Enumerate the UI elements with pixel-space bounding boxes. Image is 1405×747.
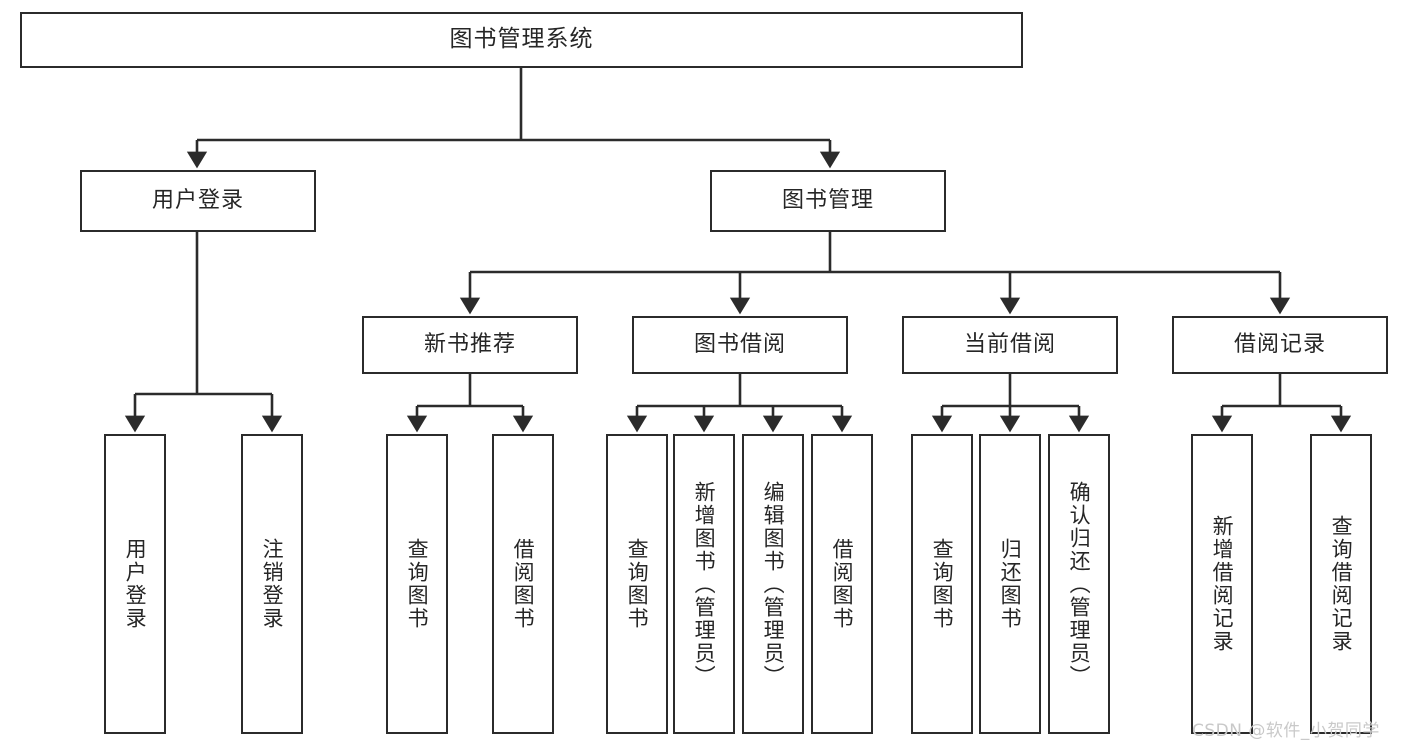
node-label: 借阅记录 <box>1233 331 1326 357</box>
node-leaf-query-book-borrow[interactable]: 查询图书 <box>606 434 668 734</box>
node-label: 新书推荐 <box>423 331 516 357</box>
node-leaf-query-book-current[interactable]: 查询图书 <box>911 434 973 734</box>
node-label: 归还图书 <box>998 538 1023 630</box>
node-label: 当前借阅 <box>963 331 1056 357</box>
node-label: 图书管理 <box>781 187 874 213</box>
node-label: 图书管理系统 <box>449 26 594 53</box>
node-new-book-recommend[interactable]: 新书推荐 <box>362 316 578 374</box>
node-label: 图书借阅 <box>693 331 786 357</box>
node-leaf-add-borrow-record[interactable]: 新增借阅记录 <box>1191 434 1253 734</box>
node-label: 查询图书 <box>405 538 430 630</box>
edges-borrowrecord-to-leaves <box>1211 374 1352 433</box>
node-label: 注销登录 <box>260 538 285 630</box>
node-label: 确认归还（管理员） <box>1067 480 1092 688</box>
node-label: 新增借阅记录 <box>1210 515 1235 653</box>
node-book-management[interactable]: 图书管理 <box>710 170 946 232</box>
node-leaf-return-book[interactable]: 归还图书 <box>979 434 1041 734</box>
node-label: 新增图书（管理员） <box>692 480 717 688</box>
node-label: 查询图书 <box>625 538 650 630</box>
edges-currentborrow-to-leaves <box>931 374 1090 433</box>
edges-newbook-to-leaves <box>406 374 534 433</box>
node-leaf-user-login[interactable]: 用户登录 <box>104 434 166 734</box>
node-label: 借阅图书 <box>511 538 536 630</box>
node-leaf-borrow-book[interactable]: 借阅图书 <box>811 434 873 734</box>
node-book-management-system[interactable]: 图书管理系统 <box>20 12 1023 68</box>
node-leaf-edit-book[interactable]: 编辑图书（管理员） <box>742 434 804 734</box>
node-label: 用户登录 <box>123 538 148 630</box>
node-leaf-add-book[interactable]: 新增图书（管理员） <box>673 434 735 734</box>
node-label: 查询借阅记录 <box>1329 515 1354 653</box>
node-book-borrow[interactable]: 图书借阅 <box>632 316 848 374</box>
edges-bookmgmt-to-level3 <box>459 232 1291 315</box>
node-label: 编辑图书（管理员） <box>761 480 786 688</box>
node-leaf-query-book-new[interactable]: 查询图书 <box>386 434 448 734</box>
node-leaf-borrow-book-new[interactable]: 借阅图书 <box>492 434 554 734</box>
edges-userlogin-to-leaves <box>124 232 283 433</box>
node-current-borrow[interactable]: 当前借阅 <box>902 316 1118 374</box>
node-leaf-query-borrow-record[interactable]: 查询借阅记录 <box>1310 434 1372 734</box>
edges-root-to-level2 <box>186 68 841 169</box>
node-label: 用户登录 <box>151 187 244 213</box>
node-label: 借阅图书 <box>830 538 855 630</box>
node-borrow-record[interactable]: 借阅记录 <box>1172 316 1388 374</box>
node-leaf-logout-login[interactable]: 注销登录 <box>241 434 303 734</box>
edges-bookborrow-to-leaves <box>626 374 853 433</box>
node-user-login[interactable]: 用户登录 <box>80 170 316 232</box>
node-label: 查询图书 <box>930 538 955 630</box>
node-leaf-confirm-return[interactable]: 确认归还（管理员） <box>1048 434 1110 734</box>
